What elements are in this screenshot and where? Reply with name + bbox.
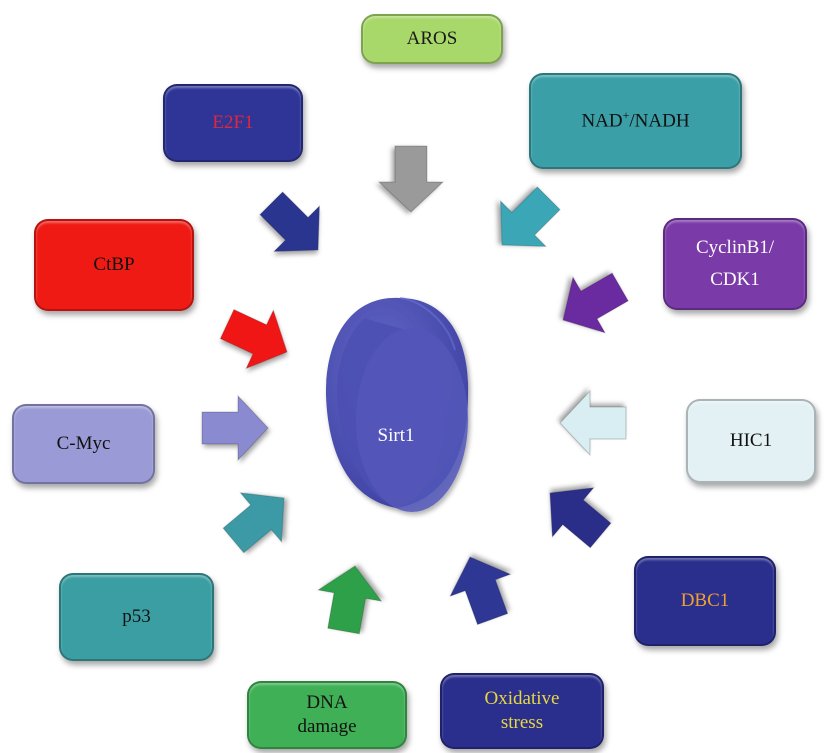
nad-label: NAD+/NADH bbox=[581, 108, 689, 133]
e2f1-arrow bbox=[259, 191, 320, 252]
sirt1-label: Sirt1 bbox=[377, 425, 415, 446]
nad-label-main: NAD bbox=[581, 110, 623, 132]
p53-label: p53 bbox=[122, 606, 151, 628]
dna-label-line1: DNA bbox=[306, 692, 348, 714]
aros-label: AROS bbox=[406, 28, 458, 50]
c-myc-box: C-Myc bbox=[12, 404, 155, 484]
cyclinb1-label-line1: CyclinB1/ bbox=[695, 237, 775, 259]
hic1-label: HIC1 bbox=[729, 430, 773, 452]
nad-label-rest: /NADH bbox=[629, 110, 690, 132]
cmyc-arrow bbox=[201, 394, 269, 462]
nad-label-sup: + bbox=[622, 108, 630, 123]
cyclinb1-cdk1-box: CyclinB1/ CDK1 bbox=[663, 218, 807, 310]
c-myc-label: C-Myc bbox=[56, 433, 111, 455]
dbc1-box: DBC1 bbox=[634, 556, 776, 646]
nad-box: NAD+/NADH bbox=[529, 73, 742, 169]
p53-arrow bbox=[222, 492, 285, 554]
cyclinb1-label-line2: CDK1 bbox=[710, 269, 760, 290]
oxidative-label-line1: Oxidative bbox=[484, 688, 560, 710]
nad-arrow bbox=[500, 186, 561, 247]
dbc1-arrow bbox=[549, 487, 612, 549]
hic1-arrow bbox=[559, 389, 627, 457]
p53-box: p53 bbox=[59, 573, 214, 661]
dna-label-line2: damage bbox=[297, 716, 357, 737]
hic1-box: HIC1 bbox=[686, 399, 816, 483]
sirt1-shape bbox=[325, 297, 469, 512]
dna-arrow bbox=[316, 565, 383, 635]
dna-damage-box: DNA damage bbox=[247, 681, 407, 749]
ctbp-box: CtBP bbox=[34, 219, 194, 311]
ctbp-label: CtBP bbox=[93, 254, 135, 276]
e2f1-box: E2F1 bbox=[163, 84, 303, 162]
oxidative-stress-box: Oxidative stress bbox=[440, 673, 604, 749]
aros-box: AROS bbox=[361, 14, 503, 64]
aros-arrow bbox=[377, 145, 445, 213]
dbc1-label: DBC1 bbox=[680, 590, 730, 612]
ctbp-arrow bbox=[219, 308, 288, 370]
oxidative-arrow bbox=[449, 556, 512, 626]
e2f1-label: E2F1 bbox=[212, 112, 254, 134]
cyclinb1-arrow bbox=[562, 272, 629, 334]
oxidative-label-line2: stress bbox=[500, 712, 544, 733]
